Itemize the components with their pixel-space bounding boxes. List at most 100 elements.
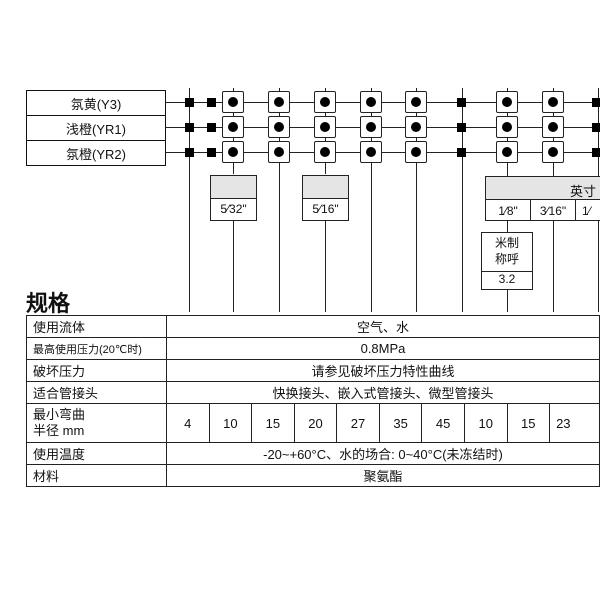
table-row: 适合管接头 快换接头、嵌入式管接头、微型管接头 — [26, 381, 600, 404]
square-marker — [592, 148, 600, 157]
color-label-yr1: 浅橙(YR1) — [26, 115, 166, 141]
color-label-text: 氛橙(YR2) — [66, 146, 126, 162]
dot-marker — [542, 141, 564, 163]
metric-nominal-value: 3.2 — [498, 272, 516, 286]
color-label-text: 氛黄(Y3) — [70, 96, 122, 112]
dot-marker — [405, 141, 427, 163]
dot-marker — [405, 91, 427, 113]
cell-divider — [530, 199, 531, 221]
dot-marker — [360, 141, 382, 163]
size-label: 5⁄16" — [312, 202, 339, 216]
spec-label: 最高使用压力(20℃时) — [26, 337, 167, 360]
dot-marker — [360, 116, 382, 138]
column-line — [416, 88, 417, 312]
imperial-size-partial: 1⁄ — [582, 204, 591, 218]
bend-radius-value: 15 — [506, 403, 551, 443]
column-line — [371, 88, 372, 312]
bend-radius-value: 45 — [421, 403, 465, 443]
square-marker — [207, 98, 216, 107]
bend-radius-value: 10 — [463, 403, 508, 443]
spec-value: 0.8MPa — [166, 337, 600, 360]
imperial-size-3-16: 3⁄16" — [539, 204, 567, 218]
dot-marker — [314, 116, 336, 138]
imperial-size-group: 英寸 1⁄8" 3⁄16" 1⁄ — [485, 176, 600, 221]
size-label: 5⁄32" — [220, 202, 247, 216]
color-label-text: 浅橙(YR1) — [66, 121, 126, 137]
dot-marker — [360, 91, 382, 113]
column-line — [189, 88, 190, 312]
cell-divider — [575, 199, 576, 221]
metric-nominal-label: 米制 称呼 — [482, 233, 532, 272]
column-line — [462, 88, 463, 312]
spec-label: 材料 — [26, 464, 167, 487]
size-box-5-16: 5⁄16" — [302, 175, 349, 221]
column-line — [553, 220, 554, 312]
spec-value: 快换接头、嵌入式管接头、微型管接头 — [166, 381, 600, 404]
dot-marker — [222, 91, 244, 113]
dot-marker — [268, 116, 290, 138]
spec-value: 请参见破坏压力特性曲线 — [166, 359, 600, 382]
spec-table: 使用流体 空气、水 最高使用压力(20℃时) 0.8MPa 破坏压力 请参见破坏… — [26, 315, 600, 487]
square-marker — [457, 148, 466, 157]
metric-nominal-box: 米制 称呼 3.2 — [481, 232, 533, 290]
table-row: 最高使用压力(20℃时) 0.8MPa — [26, 337, 600, 360]
spec-label: 使用流体 — [26, 315, 167, 338]
spec-label-line1: 最小弯曲 — [33, 407, 86, 422]
bend-radius-value: 15 — [251, 403, 295, 443]
dot-marker — [314, 141, 336, 163]
table-row: 使用流体 空气、水 — [26, 315, 600, 338]
column-line — [325, 220, 326, 312]
table-row: 材料 聚氨酯 — [26, 464, 600, 487]
spec-label: 最小弯曲 半径 mm — [26, 403, 167, 443]
dot-marker — [222, 141, 244, 163]
color-label-y3: 氛黄(Y3) — [26, 90, 166, 116]
bend-radius-value: 20 — [293, 403, 338, 443]
square-marker — [207, 148, 216, 157]
square-marker — [185, 148, 194, 157]
dot-marker — [496, 141, 518, 163]
row-line-yr2 — [166, 152, 600, 153]
square-marker — [457, 123, 466, 132]
imperial-header: 英寸 — [570, 184, 597, 199]
dot-marker — [542, 116, 564, 138]
column-line — [233, 220, 234, 312]
dot-marker — [222, 116, 244, 138]
spec-label: 使用温度 — [26, 442, 167, 465]
square-marker — [185, 123, 194, 132]
square-marker — [207, 123, 216, 132]
spec-value: 空气、水 — [166, 315, 600, 338]
square-marker — [185, 98, 194, 107]
spec-value: -20~+60°C、水的场合: 0~40°C(未冻结时) — [166, 442, 600, 465]
row-line-yr1 — [166, 127, 600, 128]
column-line — [507, 290, 508, 312]
bend-radius-value: 10 — [208, 403, 253, 443]
square-marker — [592, 98, 600, 107]
square-marker — [457, 98, 466, 107]
dot-marker — [496, 91, 518, 113]
dot-marker — [405, 116, 427, 138]
table-row: 最小弯曲 半径 mm 4 10 15 20 27 35 45 10 15 23 — [26, 403, 600, 443]
column-line — [279, 88, 280, 312]
dot-marker — [268, 141, 290, 163]
table-row: 破坏压力 请参见破坏压力特性曲线 — [26, 359, 600, 382]
column-line — [507, 220, 508, 232]
metric-label-line2: 称呼 — [494, 252, 519, 266]
imperial-header-bg — [486, 177, 600, 200]
spec-label: 适合管接头 — [26, 381, 167, 404]
table-row: 使用温度 -20~+60°C、水的场合: 0~40°C(未冻结时) — [26, 442, 600, 465]
size-box-5-32: 5⁄32" — [210, 175, 257, 221]
spec-label: 破坏压力 — [26, 359, 167, 382]
color-label-yr2: 氛橙(YR2) — [26, 140, 166, 166]
dot-marker — [496, 116, 518, 138]
bend-radius-value: 23 — [549, 403, 600, 443]
square-marker — [592, 123, 600, 132]
dot-marker — [314, 91, 336, 113]
bend-radius-value: 35 — [378, 403, 423, 443]
bend-radius-value: 4 — [166, 403, 210, 443]
imperial-size-1-8: 1⁄8" — [498, 204, 518, 218]
size-box-header — [211, 176, 256, 199]
section-title: 规格 — [26, 291, 71, 316]
dot-marker — [268, 91, 290, 113]
spec-label-line2: 半径 mm — [33, 423, 85, 438]
